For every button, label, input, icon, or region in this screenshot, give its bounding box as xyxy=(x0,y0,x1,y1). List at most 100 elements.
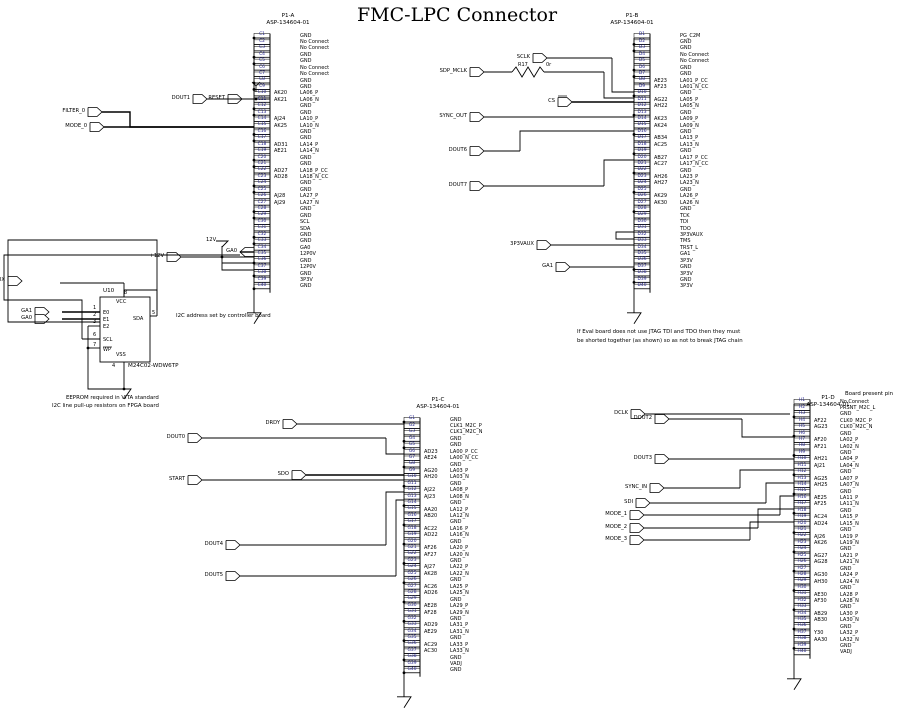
pin-number-P1-A-C18: C18 xyxy=(257,141,267,147)
eeprom-pin-e1: E1 xyxy=(103,317,110,323)
pin-signal-P1-A-C15: LA10_N xyxy=(300,122,319,129)
pin-number-P1-A-C29: C29 xyxy=(257,212,267,218)
port-symbol-port-filter-0 xyxy=(87,107,103,117)
pin-number-P1-B-D26: D26 xyxy=(637,193,647,199)
pin-number-P1-C-G22: G22 xyxy=(407,551,417,557)
port-label-port-dout3: DOUT3 xyxy=(633,454,652,461)
eeprom-pin-wp: WP xyxy=(103,347,111,353)
pin-number-P1-C-G17: G17 xyxy=(407,519,417,525)
pin-ball-P1-D-H16: AE25 xyxy=(814,495,827,502)
pin-ball-P1-D-H32: AF30 xyxy=(814,597,827,604)
port-symbol-port-sclk xyxy=(532,53,548,63)
pin-ball-P1-A-C27: AJ29 xyxy=(274,199,286,206)
pin-number-P1-A-C8: C8 xyxy=(259,77,265,83)
pin-number-P1-B-D4: D4 xyxy=(638,51,646,57)
net-12v-c xyxy=(221,257,254,271)
pin-signal-P1-A-C23: LA18_N_CC xyxy=(300,174,329,181)
pin-ball-P1-D-H8: AF21 xyxy=(814,443,827,450)
pin-signal-P1-C-G19: LA16_N xyxy=(450,532,469,539)
pin-number-P1-A-C34: C34 xyxy=(257,244,267,250)
pin-number-P1-D-H38: H38 xyxy=(797,636,807,642)
pin-ball-P1-D-H13: AG25 xyxy=(814,475,828,482)
pin-signal-P1-C-G11: GND xyxy=(450,480,462,487)
pin-signal-P1-C-G2: CLK1_M2C_P xyxy=(450,423,482,430)
pin-ball-P1-C-G25: AK28 xyxy=(424,570,438,577)
pin-number-P1-C-G9: G9 xyxy=(408,467,416,473)
pin-number-P1-A-C13: C13 xyxy=(257,109,267,115)
net-mode3-route xyxy=(749,521,794,540)
pin-signal-P1-B-D27: LA26_N xyxy=(680,199,699,206)
pin-number-P1-D-H11: H11 xyxy=(797,462,807,468)
eeprom-vcc-route xyxy=(124,289,158,310)
pin-ball-P1-D-H19: AC24 xyxy=(814,514,828,521)
port-symbol-port-sync-in xyxy=(649,483,665,493)
eeprom-num-6: 6 xyxy=(93,332,97,338)
port-symbol-port-mode-1 xyxy=(629,510,645,520)
pin-signal-P1-C-G10: LA03_N xyxy=(450,474,469,481)
pin-number-P1-D-H28: H28 xyxy=(797,572,807,577)
pin-signal-P1-A-C8: GND xyxy=(300,77,312,84)
pin-signal-P1-D-H19: LA15_P xyxy=(840,514,859,521)
eeprom-refdes: U10 xyxy=(103,288,115,294)
pin-number-P1-C-G15: G15 xyxy=(407,506,417,512)
pin-ball-P1-D-H7: AF20 xyxy=(814,437,827,444)
pin-number-P1-D-H12: H12 xyxy=(797,469,807,475)
port-symbol-port-dclk xyxy=(630,409,646,419)
pin-ball-P1-B-D8: AE23 xyxy=(654,77,667,84)
pin-number-P1-A-C28: C28 xyxy=(257,206,267,211)
pin-ball-P1-D-H38: AA30 xyxy=(814,636,828,643)
pin-signal-P1-D-H37: LA32_P xyxy=(840,630,859,637)
port-label-port-start: START xyxy=(168,475,185,482)
pin-ball-P1-D-H5: AG23 xyxy=(814,424,828,431)
pin-signal-P1-A-C27: LA27_N xyxy=(300,199,319,206)
pin-number-P1-C-G30: G30 xyxy=(407,602,417,608)
pin-number-P1-C-G11: G11 xyxy=(407,480,417,486)
pin-signal-P1-A-C35: 12P0V xyxy=(300,251,316,258)
pin-ball-P1-C-G6: AD23 xyxy=(424,448,438,455)
pin-number-P1-B-D32: D32 xyxy=(637,231,647,237)
pin-number-P1-B-D18: D18 xyxy=(637,141,647,147)
pin-signal-P1-C-G24: LA22_P xyxy=(450,564,469,571)
pin-number-P1-D-H8: H8 xyxy=(798,443,806,449)
pin-number-P1-A-C25: C25 xyxy=(257,186,267,192)
pin-number-P1-A-C27: C27 xyxy=(257,199,267,205)
pin-signal-P1-C-G26: GND xyxy=(450,577,462,584)
pin-number-P1-D-H19: H19 xyxy=(797,514,807,520)
pin-number-P1-C-G28: G28 xyxy=(407,590,417,595)
pin-signal-P1-D-H15: GND xyxy=(840,488,852,495)
pin-signal-P1-A-C14: LA10_P xyxy=(300,116,319,123)
net-reset-tick2 xyxy=(255,81,261,87)
pin-number-P1-C-G1: G1 xyxy=(408,416,416,422)
pin-ball-P1-A-C26: AJ28 xyxy=(274,193,286,200)
wp-junction xyxy=(86,346,90,350)
pin-signal-P1-B-D6: GND xyxy=(680,64,692,71)
pin-number-P1-A-C37: C37 xyxy=(257,263,267,269)
pin-signal-P1-D-H35: LA30_N xyxy=(840,617,859,624)
pin-signal-P1-C-G32: GND xyxy=(450,615,462,622)
pin-number-P1-D-H30: H30 xyxy=(797,584,807,590)
pin-number-P1-B-D5: D5 xyxy=(638,58,646,64)
pin-number-P1-B-D15: D15 xyxy=(637,122,647,128)
pin-number-P1-C-G13: G13 xyxy=(407,493,417,499)
ground-symbol-P1-C xyxy=(397,696,412,709)
pin-signal-P1-A-C29: GND xyxy=(300,212,312,219)
port-symbol-port-dout7 xyxy=(469,181,485,191)
net-dout6-route xyxy=(519,130,634,151)
pin-number-P1-A-C6: C6 xyxy=(259,64,265,70)
pin-signal-P1-A-C17: GND xyxy=(300,135,312,142)
port-label-port-3p3vaux-b: 3P3VAUX xyxy=(510,240,534,247)
pin-number-P1-B-D3: D3 xyxy=(638,45,646,51)
pin-number-P1-D-H3: H3 xyxy=(798,411,806,417)
port-label-port-sdp-mclk: SDP_MCLK xyxy=(439,67,467,74)
pin-signal-P1-B-D7: GND xyxy=(680,71,692,78)
pin-ball-P1-B-D17: AB34 xyxy=(654,135,668,142)
pin-signal-P1-C-G8: GND xyxy=(450,461,462,468)
pin-signal-P1-D-H39: GND xyxy=(840,642,852,649)
pin-signal-P1-A-C39: 3P3V xyxy=(300,276,313,283)
connector-part-P1-D: ASP-134604-01 xyxy=(806,402,850,408)
port-symbol-port-3p3vaux-b xyxy=(536,240,552,250)
pin-signal-P1-A-C3: No Connect xyxy=(300,45,330,52)
pin-signal-P1-A-C34: GA0 xyxy=(300,244,311,251)
port-symbol-port-dout6 xyxy=(469,146,485,156)
eeprom-num-1: 1 xyxy=(93,305,97,311)
